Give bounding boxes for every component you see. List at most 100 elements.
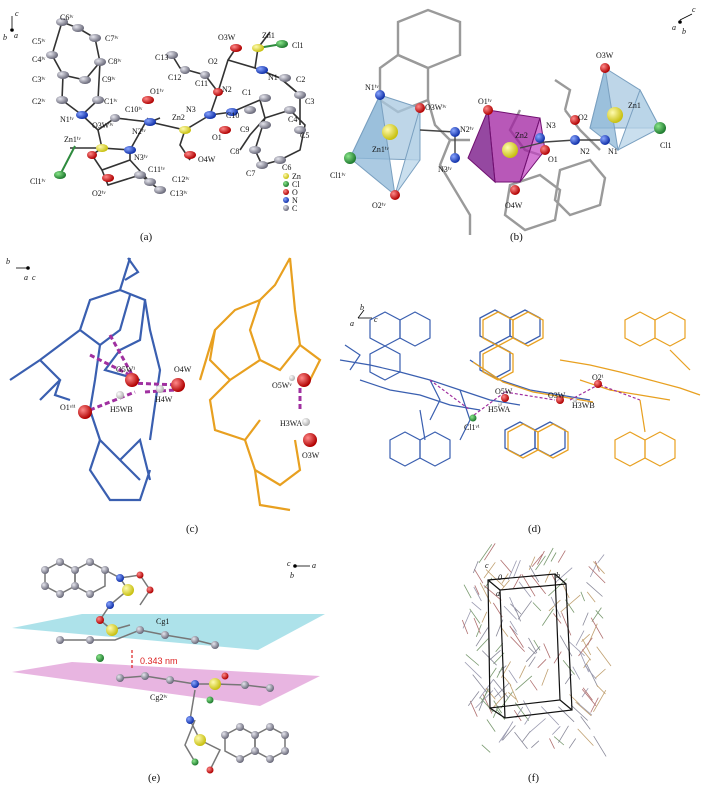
svg-text:c: c [692, 5, 696, 14]
packing-stroke [492, 679, 509, 699]
packing-stroke [528, 656, 536, 667]
packing-stroke [528, 637, 538, 654]
svg-text:C9ⁱᵛ: C9ⁱᵛ [102, 75, 116, 84]
svg-text:Cl1: Cl1 [292, 41, 304, 50]
packing-stroke [494, 682, 510, 698]
svg-text:b: b [3, 33, 7, 42]
packing-stroke [483, 562, 496, 579]
packing-stroke [549, 738, 555, 749]
atoms-c [78, 373, 317, 447]
packing-stroke [586, 663, 599, 687]
svg-text:O3W: O3W [548, 391, 566, 400]
cg1-label: Cg1 [156, 617, 169, 626]
packing-stroke [481, 611, 488, 623]
packing-stroke [513, 574, 522, 589]
packing-stroke [582, 687, 593, 701]
packing-stroke [501, 579, 510, 590]
packing-stroke [493, 687, 502, 699]
packing-stroke [471, 601, 482, 611]
packing-stroke [541, 608, 554, 626]
packing-stroke [593, 561, 605, 574]
packing-stroke [514, 607, 521, 622]
svg-text:a: a [312, 561, 316, 570]
svg-text:C12ⁱᵛ: C12ⁱᵛ [172, 175, 190, 184]
packing-stroke [530, 574, 547, 595]
svg-text:a: a [24, 273, 28, 282]
packing-stroke [495, 708, 506, 720]
packing-stroke [496, 666, 503, 678]
packing-stroke [597, 554, 605, 563]
packing-stroke [502, 725, 516, 741]
svg-text:N: N [292, 196, 298, 205]
svg-text:0: 0 [498, 573, 502, 582]
packing-stroke [486, 719, 496, 732]
caption-d: (d) [528, 523, 541, 535]
svg-text:C4ⁱᵛ: C4ⁱᵛ [32, 55, 46, 64]
legend-a: Zn Cl O N C [283, 172, 301, 213]
panel-a: c b a [3, 9, 314, 243]
svg-text:Cl1ⁱᵛ: Cl1ⁱᵛ [330, 171, 346, 180]
atom-labels-c: O4W O5Wⁱ H4W O1ᵛⁱⁱ H5WB O5Wᵛ H3WA O3W [60, 365, 320, 460]
atom-labels-a: C6ⁱᵛ C5ⁱᵛ C7ⁱᵛ C4ⁱᵛ C8ⁱᵛ C3ⁱᵛ C9ⁱᵛ C2ⁱᵛ … [30, 13, 314, 198]
svg-text:H3WA: H3WA [280, 419, 302, 428]
packing-stroke [472, 560, 479, 574]
panel-e: c b a [12, 558, 325, 784]
packing-stroke [508, 692, 517, 700]
packing-stroke [575, 630, 585, 646]
packing-stroke [579, 650, 589, 673]
svg-text:C13: C13 [155, 53, 168, 62]
packing-stroke [517, 600, 533, 620]
packing-stroke [553, 736, 565, 746]
packing-stroke [552, 726, 561, 735]
packing-stroke [461, 619, 469, 635]
svg-text:O3W: O3W [218, 33, 236, 42]
cg2-label: Cg2ⁱᵛ [150, 693, 168, 702]
packing-stroke [577, 728, 594, 746]
atom-labels-b: O3W N1ⁱᵛ O3Wⁱᵛ O1ⁱᵛ O2 N2ⁱᵛ Zn1ⁱᵛ Cl1ⁱᵛ … [330, 51, 672, 210]
svg-text:O1ⁱᵛ: O1ⁱᵛ [478, 97, 492, 106]
packing-stroke [555, 567, 573, 583]
svg-text:Cl1ⁱᵛ: Cl1ⁱᵛ [30, 177, 46, 186]
svg-text:C6ⁱᵛ: C6ⁱᵛ [60, 13, 74, 22]
packing-stroke [513, 709, 522, 722]
packing-stroke [591, 607, 602, 622]
packing-stroke [481, 744, 491, 753]
panel-b: c a b [330, 5, 696, 243]
packing-stroke [474, 585, 480, 595]
panel-f: c 0 b a (f) [461, 543, 612, 784]
packing-stroke [514, 731, 528, 749]
packing-stroke [472, 674, 488, 694]
packing-stroke [480, 689, 489, 703]
svg-text:N2: N2 [580, 147, 590, 156]
packing-stroke [586, 591, 596, 603]
svg-text:b: b [6, 257, 10, 266]
plane-cg1 [12, 614, 325, 650]
svg-text:O3W: O3W [302, 451, 320, 460]
packing-stroke [479, 582, 492, 604]
axis-labels-f: c 0 b a [485, 561, 560, 598]
packing-stroke [475, 627, 489, 647]
svg-text:H3WB: H3WB [572, 401, 595, 410]
svg-text:O1ⁱᵛ: O1ⁱᵛ [150, 87, 164, 96]
svg-text:N3: N3 [546, 121, 556, 130]
packing-stroke [473, 568, 484, 584]
packing-stroke [515, 706, 524, 718]
packing-stroke [518, 581, 532, 598]
packing-stroke [580, 591, 585, 602]
packing-stroke [521, 574, 536, 597]
svg-text:b: b [290, 571, 294, 580]
packing-stroke [580, 716, 591, 730]
svg-text:C3: C3 [305, 97, 314, 106]
svg-text:O2: O2 [578, 113, 588, 122]
packing-stroke [478, 544, 493, 564]
packing-stroke [525, 646, 541, 663]
packing-stroke [500, 559, 513, 574]
svg-text:c: c [374, 315, 378, 324]
packing-stroke [593, 735, 607, 757]
caption-a: (a) [140, 231, 153, 243]
svg-text:Zn1ⁱᵛ: Zn1ⁱᵛ [64, 135, 81, 144]
svg-text:C11: C11 [195, 79, 208, 88]
packing-stroke [465, 654, 480, 666]
svg-text:N1ⁱᵛ: N1ⁱᵛ [365, 83, 379, 92]
